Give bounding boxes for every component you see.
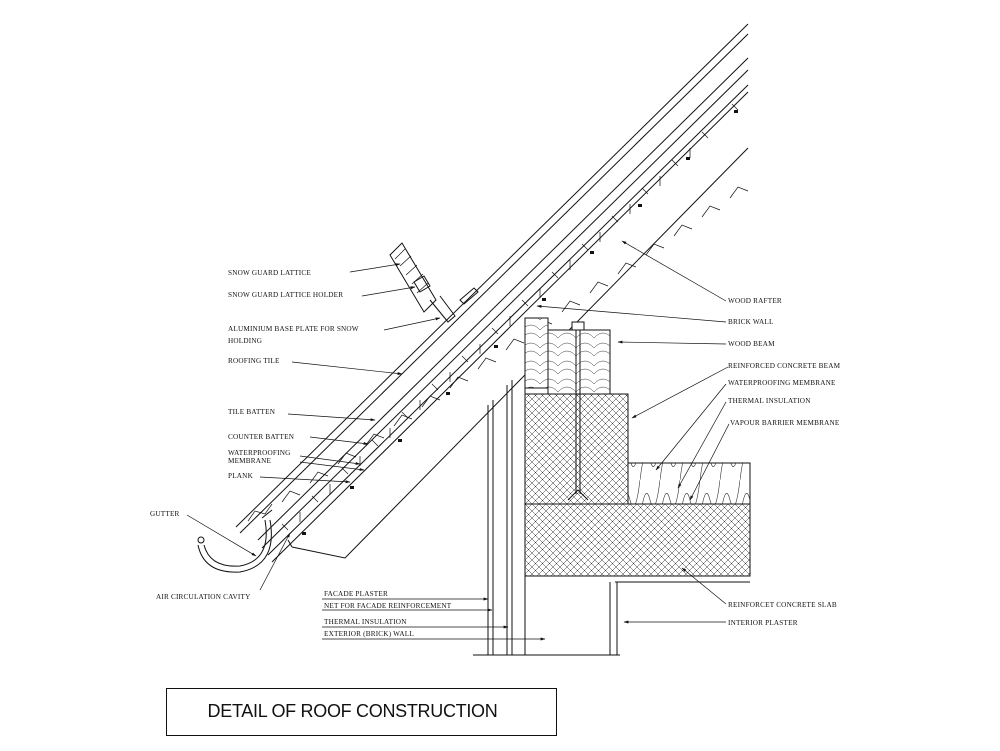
label-tile-batten: TILE BATTEN: [228, 408, 276, 416]
labels-left: SNOW GUARD LATTICE SNOW GUARD LATTICE HO…: [150, 269, 359, 601]
label-counter-batten: COUNTER BATTEN: [228, 433, 295, 441]
label-brick-wall: BRICK WALL: [728, 318, 774, 326]
leaders-left: [186, 263, 441, 591]
counter-batten-fasteners: [302, 110, 738, 535]
tile-battens: [281, 103, 739, 531]
anchor-bolt: [567, 321, 589, 501]
label-air-circulation-cavity: AIR CIRCULATION CAVITY: [156, 593, 251, 601]
label-waterproofing-membrane: WATERPROOFING MEMBRANE: [728, 379, 836, 387]
label-plank: PLANK: [228, 472, 254, 480]
label-facade-plaster: FACADE PLASTER: [324, 590, 388, 598]
roof-slope: [235, 23, 749, 563]
label-thermal-insulation-bottom: THERMAL INSULATION: [324, 618, 407, 626]
concrete-slab: [524, 503, 751, 655]
label-thermal-insulation-right: THERMAL INSULATION: [728, 397, 811, 405]
label-gutter: GUTTER: [150, 510, 180, 518]
label-snow-guard-lattice-holder: SNOW GUARD LATTICE HOLDER: [228, 291, 343, 299]
label-vapour-barrier-membrane: VAPOUR BARRIER MEMBRANE: [730, 419, 840, 427]
roof-insulation: [627, 462, 751, 506]
leaders-right: [536, 240, 730, 624]
leaders-bottom: [322, 597, 546, 641]
labels-right: WOOD RAFTER BRICK WALL WOOD BEAM REINFOR…: [728, 297, 841, 627]
label-waterproofing-line2: MEMBRANE: [228, 457, 272, 465]
label-wood-beam: WOOD BEAM: [728, 340, 775, 348]
label-aluminium-base-plate-line1: ALUMINIUM BASE PLATE FOR SNOW: [228, 325, 359, 333]
wood-beam: [524, 317, 611, 395]
label-snow-guard-lattice: SNOW GUARD LATTICE: [228, 269, 311, 277]
label-exterior-brick-wall: EXTERIOR (BRICK) WALL: [324, 630, 414, 638]
gutter: [197, 509, 273, 573]
label-net-facade-reinforcement: NET FOR FACADE REINFORCEMENT: [324, 602, 452, 610]
label-reinforced-concrete-beam: REINFORCED CONCRETE BEAM: [728, 362, 841, 370]
drawing-title: DETAIL OF ROOF CONSTRUCTION: [207, 701, 498, 721]
label-wood-rafter: WOOD RAFTER: [728, 297, 782, 305]
title-box: DETAIL OF ROOF CONSTRUCTION: [166, 688, 557, 736]
snow-guard: [389, 242, 479, 323]
label-aluminium-base-plate-line2: HOLDING: [228, 337, 262, 345]
label-waterproofing-line1: WATERPROOFING: [228, 449, 291, 457]
label-interior-plaster: INTERIOR PLASTER: [728, 619, 798, 627]
label-reinforced-concrete-slab: REINFORCET CONCRETE SLAB: [728, 601, 837, 609]
label-roofing-tile: ROOFING TILE: [228, 357, 280, 365]
labels-bottom: FACADE PLASTER NET FOR FACADE REINFORCEM…: [324, 590, 452, 638]
